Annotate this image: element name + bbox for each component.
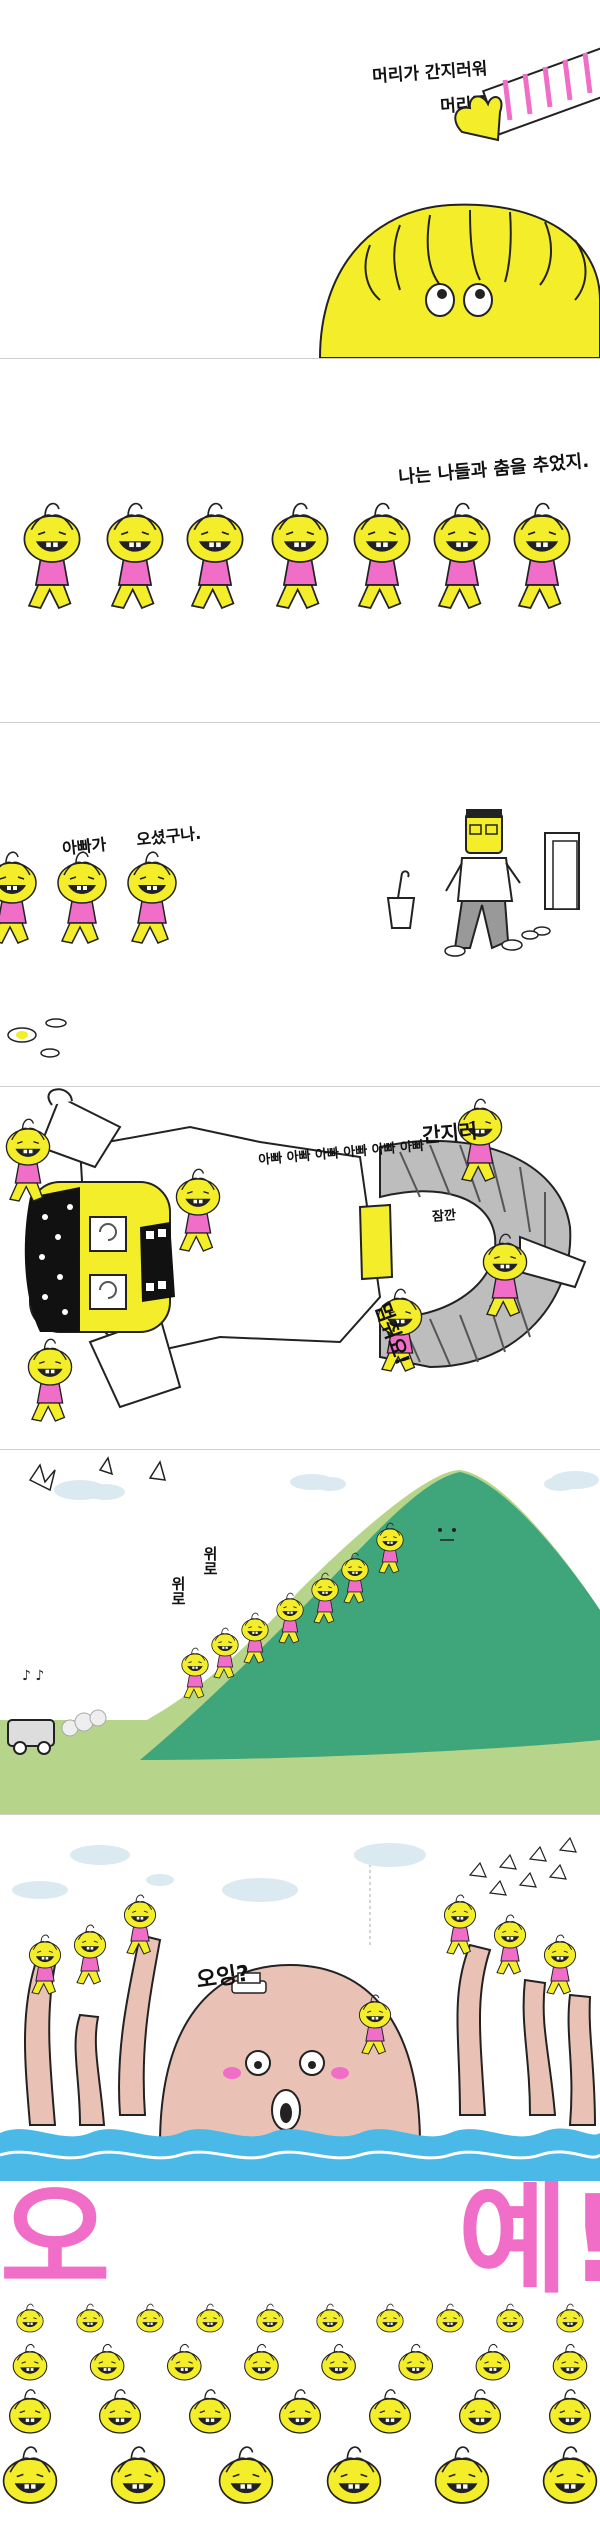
yellow-character <box>2 2446 58 2504</box>
yellow-character <box>27 1338 73 1422</box>
yellow-character <box>218 2446 274 2504</box>
dad-arrives-scene <box>0 809 580 1058</box>
yellow-character <box>376 1522 404 1574</box>
yellow-character <box>358 1994 392 2055</box>
yellow-character <box>341 1552 369 1604</box>
panel-7: 오 예! <box>0 2181 600 2543</box>
yellow-character <box>175 1168 221 1252</box>
panel-1: 머리가 간지러워 머리를 긁었더니 <box>0 0 600 358</box>
yellow-character <box>28 1934 62 1995</box>
yellow-character <box>166 2343 202 2381</box>
yellow-character <box>496 2303 524 2333</box>
yellow-character <box>12 2343 48 2381</box>
panel-4: 아빠 아빠 아빠 아빠 아빠 아빠 간지러 잠깐 멈춰요! <box>0 1087 600 1449</box>
yellow-character <box>89 2343 125 2381</box>
yellow-character <box>16 2303 44 2333</box>
crowd-of-characters <box>2 2303 598 2504</box>
caption-up-1: 위로 <box>201 1546 219 1576</box>
yellow-character <box>434 2446 490 2504</box>
yellow-character <box>376 2303 404 2333</box>
yellow-character <box>136 2303 164 2333</box>
yellow-character <box>181 1647 209 1699</box>
yellow-character <box>398 2343 434 2381</box>
yellow-character <box>377 1288 423 1372</box>
yellow-character <box>552 2343 588 2381</box>
panel-divider <box>0 1814 600 1815</box>
yellow-character <box>110 2446 166 2504</box>
yellow-character <box>196 2303 224 2333</box>
panel-divider <box>0 1086 600 1087</box>
yellow-character <box>548 2389 592 2434</box>
yellow-character <box>482 1233 528 1317</box>
dad-tickled-scene <box>5 1088 587 1422</box>
yellow-character <box>76 2303 104 2333</box>
yellow-character <box>57 851 107 944</box>
yellow-character <box>23 502 81 610</box>
yellow-character <box>271 502 329 610</box>
panel-divider <box>0 358 600 359</box>
mountain-climb-scene: ♪ ♪ <box>0 1456 600 1814</box>
yellow-character <box>8 2389 52 2434</box>
shout-left: 오 <box>0 2181 111 2310</box>
svg-text:♪ ♪: ♪ ♪ <box>22 1668 44 1684</box>
yellow-character <box>186 502 244 610</box>
yellow-character <box>321 2343 356 2381</box>
yellow-character <box>542 2446 598 2504</box>
yellow-character <box>98 2389 142 2434</box>
yellow-character <box>457 1098 503 1182</box>
panel-divider <box>0 1449 600 1450</box>
dancing-characters <box>23 502 571 610</box>
yellow-character <box>493 1914 527 1975</box>
caption-wait: 잠깐 <box>431 1208 457 1225</box>
panel-3: 아빠가 오셨구나. <box>0 723 600 1086</box>
yellow-character <box>513 502 571 610</box>
panel-divider <box>0 722 600 723</box>
yellow-character <box>543 1934 577 1995</box>
yellow-character <box>211 1627 239 1679</box>
yellow-character <box>106 502 164 610</box>
caption-up-2: 위로 <box>169 1576 187 1606</box>
panel-2: 나는 나들과 춤을 추었지. <box>0 359 600 722</box>
yellow-character <box>436 2303 464 2333</box>
yellow-character <box>276 1592 304 1644</box>
panel-6: 오잉? <box>0 1815 600 2181</box>
yellow-character <box>123 1894 157 1955</box>
big-head-illustration <box>318 45 600 358</box>
yellow-character <box>5 1118 51 1202</box>
yellow-character <box>188 2389 232 2434</box>
yellow-character <box>278 2389 322 2434</box>
yellow-character <box>316 2303 344 2333</box>
yellow-character <box>311 1572 339 1624</box>
caption-tickle: 간지러 <box>421 1118 479 1148</box>
yellow-character <box>368 2389 412 2434</box>
yellow-character <box>256 2303 284 2333</box>
yellow-character <box>244 2343 279 2381</box>
octopus-sea-scene <box>0 1836 600 2181</box>
yellow-character <box>241 1612 269 1664</box>
yellow-character <box>458 2389 502 2434</box>
yellow-character <box>73 1924 107 1985</box>
yellow-character <box>475 2343 511 2381</box>
yellow-character <box>443 1894 477 1955</box>
panel-5: ♪ ♪ 위로 위로 <box>0 1450 600 1814</box>
yellow-character <box>127 851 177 944</box>
yellow-character <box>0 851 37 944</box>
yellow-character <box>326 2446 382 2504</box>
yellow-character <box>556 2303 584 2333</box>
yellow-character <box>433 502 491 610</box>
yellow-character <box>353 502 411 610</box>
shout-right: 예! <box>458 2181 600 2310</box>
